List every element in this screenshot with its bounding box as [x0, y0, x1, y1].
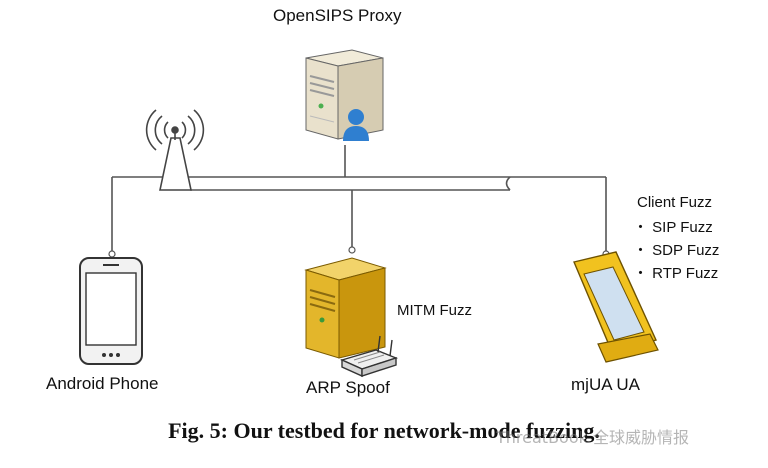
mitm-fuzz-label: MITM Fuzz [397, 302, 472, 319]
mjua-monitor-icon [573, 250, 659, 363]
client-fuzz-title: Client Fuzz [637, 194, 713, 211]
router-icon [339, 335, 399, 378]
proxy-label: OpenSIPS Proxy [273, 6, 402, 25]
android-phone-icon [79, 250, 143, 365]
client-fuzz-item-sdp: ・ SDP Fuzz [633, 242, 720, 259]
wireless-access-point-icon [145, 109, 205, 191]
client-fuzz-item-sip: ・ SIP Fuzz [633, 219, 713, 236]
android-phone-label: Android Phone [46, 374, 159, 393]
arp-spoof-label: ARP Spoof [306, 378, 390, 397]
network-bus [111, 145, 607, 255]
client-fuzz-item-rtp: ・ RTP Fuzz [633, 265, 719, 282]
arp-spoof-server-icon [304, 246, 387, 359]
mjua-label: mjUA UA [571, 375, 640, 394]
proxy-server-icon [305, 49, 384, 140]
watermark: ThreatBook 全球威胁情报 [496, 428, 689, 447]
figure-caption: Fig. 5: Our testbed for network-mode fuz… [168, 418, 600, 443]
user-icon [343, 109, 369, 141]
